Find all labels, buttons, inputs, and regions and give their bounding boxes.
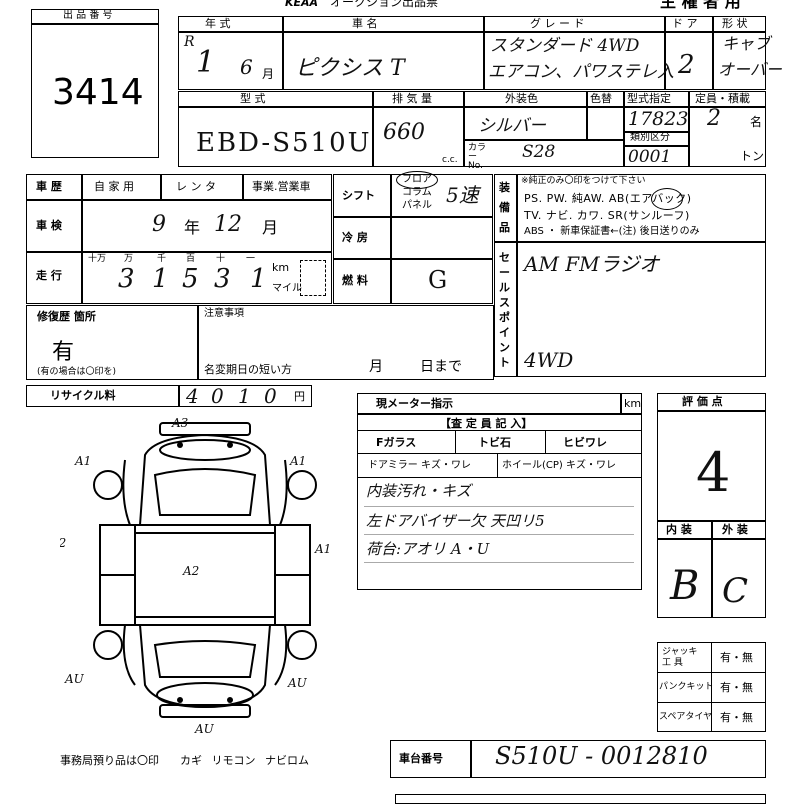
grade-line2: エアコン、パワステレ入 — [488, 62, 674, 82]
lot-number: 3414 — [52, 72, 144, 113]
repair-label: 修復歴 箇所 — [37, 310, 96, 323]
interior-rating: B — [670, 563, 700, 609]
car-damage-diagram: A3 A1 A1 A2 A1 A2 AU AU AU — [60, 416, 331, 736]
mark-front: A3 — [171, 416, 189, 430]
type-spec-number: 17823 — [628, 108, 689, 130]
rating-label: 評 価 点 — [682, 395, 723, 408]
inspector-note-1: 内装汚れ・キズ — [366, 482, 472, 500]
inspector-box — [357, 414, 642, 590]
color-number: S28 — [522, 142, 556, 162]
doors-value: 2 — [678, 50, 695, 80]
era: R — [184, 34, 195, 50]
mileage-digit-2: 1 — [152, 264, 169, 294]
repair-value: 有 — [52, 340, 75, 365]
rating-value: 4 — [696, 441, 731, 504]
type-spec-header: 型式指定 — [627, 92, 671, 105]
repair-notes-box — [26, 305, 494, 380]
displacement-header: 排 気 量 — [392, 92, 432, 105]
model-header: 型 式 — [240, 92, 266, 105]
mileage-digit-1: 3 — [118, 264, 135, 294]
fuel-value: G — [428, 266, 448, 294]
chassis-number: S510U - 0012810 — [495, 742, 708, 770]
shift-label: シフト — [342, 189, 375, 202]
exterior-color-header: 外装色 — [505, 92, 538, 105]
shift-circle — [396, 171, 438, 189]
mileage-digit-4: 3 — [214, 264, 231, 294]
inspector-note-2: 左ドアバイザー欠 天凹リ5 — [366, 512, 545, 530]
inspection-month: 12 — [214, 212, 242, 237]
airbag-circle — [651, 188, 683, 210]
fuel-label: 燃 料 — [342, 274, 368, 287]
doors-header: ド ア — [672, 17, 698, 30]
chassis-label: 車台番号 — [399, 752, 443, 765]
chassis-box — [390, 740, 766, 778]
displacement-value: 660 — [383, 120, 425, 145]
equipment-line2: TV. ナビ. カワ. SR(サンルーフ) — [524, 209, 690, 222]
history-label: 車 歴 — [36, 180, 62, 193]
equipment-line3: ABS ・ 新車保証書←(注) 後日送りのみ — [524, 226, 700, 237]
class-number: 0001 — [628, 147, 672, 167]
color-change-header: 色替 — [590, 92, 612, 105]
logo: KEAA — [285, 0, 319, 9]
mileage-label: 走 行 — [36, 269, 62, 282]
history-box — [26, 174, 332, 304]
notes-label: 注意事項 — [204, 308, 244, 319]
mark-rear-left: AU — [64, 672, 85, 686]
mark-rear-right: AU — [287, 676, 308, 690]
recycle-label: リサイクル料 — [50, 389, 116, 402]
lot-label: 出 品 番 号 — [63, 10, 113, 21]
car-name-header: 車 名 — [352, 17, 378, 30]
shape-header: 形 状 — [722, 17, 748, 30]
exterior-color: シルバー — [478, 116, 546, 136]
model-month: 6 — [240, 55, 253, 79]
equipment-line1: PS. PW. 純AW. AB(エアバック) — [524, 192, 692, 205]
car-name: ピクシス T — [295, 56, 405, 81]
ac-label: 冷 房 — [342, 231, 368, 244]
sales-point-box — [494, 242, 766, 377]
model-year: 1 — [196, 45, 216, 80]
office-items-label: 事務局預り品は〇印 — [60, 754, 159, 767]
year-header: 年 式 — [205, 17, 231, 30]
inspection-year: 9 — [152, 212, 166, 237]
sales-point-label: セールスポイント — [499, 251, 510, 369]
mileage-digit-5: 1 — [250, 264, 267, 294]
form-title: オークション出品票 — [330, 0, 439, 9]
mark-front-right: A1 — [289, 454, 306, 468]
capacity-header: 定員・積載 — [695, 92, 750, 105]
mark-right: A1 — [314, 542, 331, 556]
inspector-note-3: 荷台:アオリ A・U — [366, 540, 490, 558]
model-code: EBD-S510U — [196, 128, 372, 158]
shift-value: 5速 — [446, 183, 479, 207]
mark-rear: AU — [194, 722, 215, 736]
sales-point-line1: AM FMラジオ — [524, 252, 660, 276]
mileage-check-box — [300, 260, 326, 296]
model-row-box — [178, 91, 766, 167]
vehicle-header-box — [178, 16, 766, 90]
inspector-title: 【査 定 員 記 入】 — [440, 417, 533, 430]
grade-header: グ レ ー ド — [530, 17, 585, 30]
shape-line1: キャブ — [722, 34, 771, 53]
grade-line1: スタンダード 4WD — [490, 36, 640, 56]
meter-label: 現メーター指示 — [376, 397, 453, 410]
recycle-box — [26, 385, 312, 407]
shape-line2: オーバー — [718, 60, 782, 79]
owner-label: 主 権 者 用 — [660, 0, 741, 11]
office-items: カギ リモコン ナビロム — [180, 754, 309, 767]
mark-bed: A2 — [182, 564, 199, 578]
equipment-box — [494, 174, 766, 242]
inspection-label: 車 検 — [36, 219, 62, 232]
exterior-rating: C — [722, 571, 749, 611]
capacity-value: 2 — [707, 106, 721, 131]
mark-left: A2 — [60, 536, 66, 550]
equipment-label: 装備品 — [499, 181, 510, 234]
meter-box — [357, 393, 642, 414]
sales-point-line2: 4WD — [524, 348, 574, 372]
mileage-digit-3: 5 — [182, 264, 199, 294]
lot-box — [31, 9, 159, 158]
mark-front-left: A1 — [74, 454, 91, 468]
